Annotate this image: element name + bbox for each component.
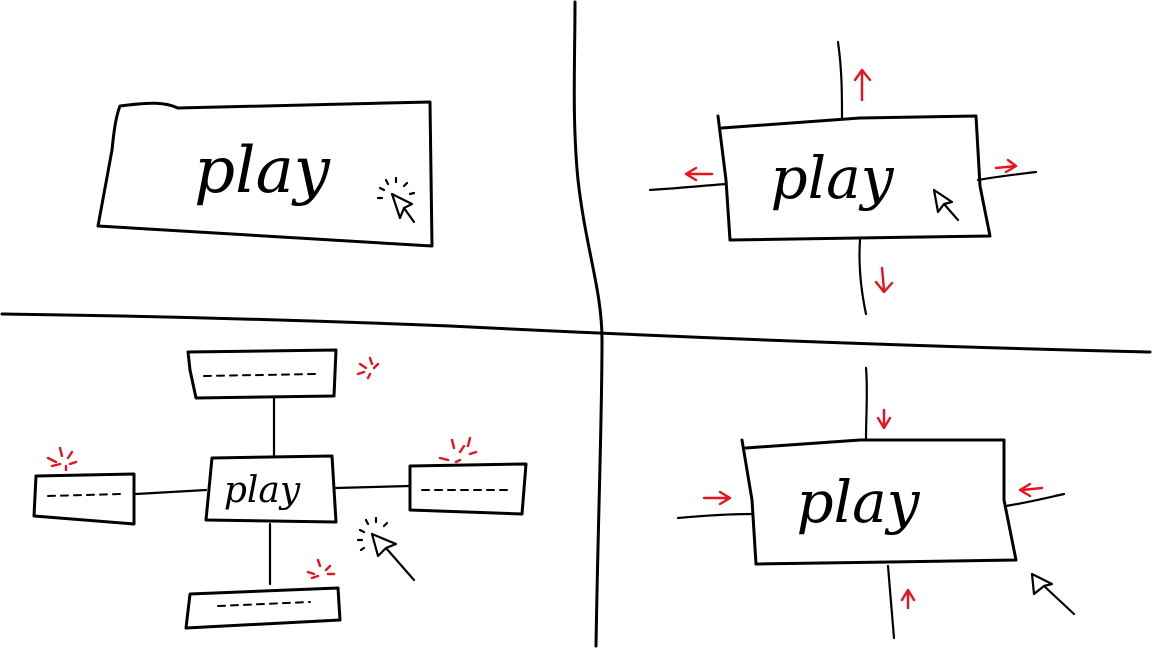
play-button-box[interactable] (740, 438, 1018, 566)
play-button-label: play (194, 134, 331, 208)
arrow-right-icon (994, 158, 1018, 174)
play-button-label: play (796, 468, 920, 536)
menu-option-top[interactable] (186, 348, 338, 400)
arrow-down-icon (876, 408, 892, 430)
arrow-right-icon (702, 490, 732, 506)
sparkle-icon (46, 446, 78, 472)
play-button-label: play (224, 470, 301, 511)
vertical-divider (572, 0, 604, 648)
sparkle-icon (438, 436, 478, 464)
play-button-box[interactable] (204, 454, 338, 524)
arrow-up-icon (900, 588, 916, 610)
play-button-box[interactable] (96, 100, 434, 248)
menu-option-bottom[interactable] (184, 586, 342, 630)
panel-top-right: play (648, 40, 1038, 316)
horizontal-divider (0, 312, 1152, 354)
arrow-down-icon (874, 266, 894, 294)
panel-bottom-left: play (32, 348, 528, 630)
cursor-icon (932, 188, 960, 222)
arrow-left-icon (1018, 482, 1044, 498)
play-button-label: play (770, 144, 894, 212)
cursor-icon (1030, 572, 1076, 616)
cursor-click-icon (356, 516, 416, 582)
panel-top-left: play (96, 100, 434, 248)
connector-up (836, 40, 844, 120)
sparkle-icon (306, 558, 336, 580)
connector-left (648, 182, 728, 192)
panel-bottom-right: play (676, 366, 1076, 640)
sparkle-icon (356, 356, 380, 380)
menu-option-left[interactable] (32, 472, 136, 526)
connector-right (976, 170, 1038, 182)
connector-down (858, 238, 868, 316)
play-button-box[interactable] (716, 114, 992, 242)
menu-option-right[interactable] (408, 462, 528, 516)
arrow-left-icon (684, 166, 714, 182)
arrow-up-icon (853, 68, 872, 102)
cursor-click-icon (376, 176, 416, 224)
